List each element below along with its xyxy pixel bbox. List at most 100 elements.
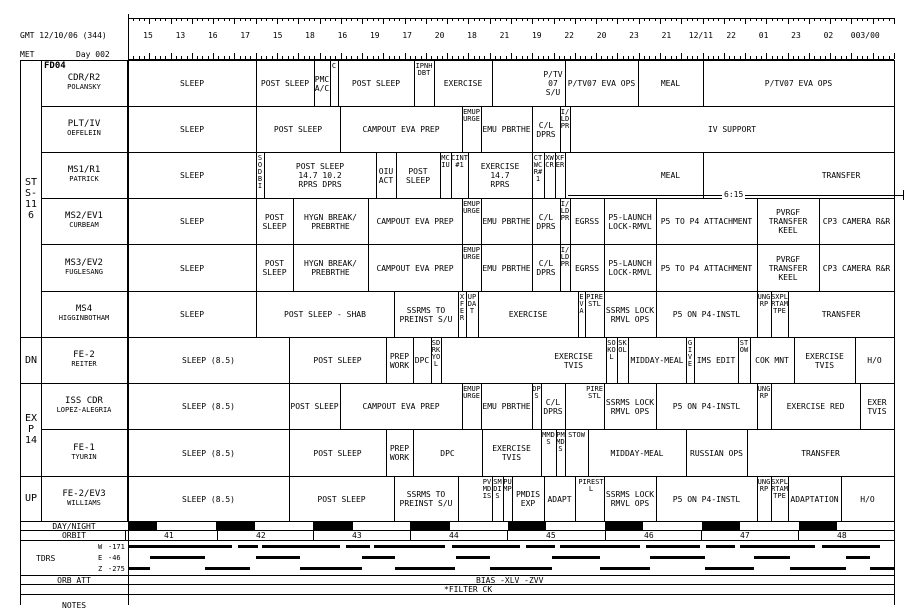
activity-block[interactable]: EXERCISE RED xyxy=(786,402,845,411)
activity-block[interactable]: P5 ON P4-INSTL xyxy=(672,494,741,504)
activity-block[interactable]: MEAL xyxy=(660,171,681,180)
activity-block[interactable]: PREP WORK xyxy=(389,444,410,462)
activity-block[interactable]: ADAPTATION xyxy=(790,494,839,504)
activity-block[interactable]: DPC xyxy=(414,356,430,365)
activity-block[interactable]: SOKOL xyxy=(607,339,616,361)
activity-block[interactable]: PIRESTL xyxy=(586,293,603,308)
activity-block[interactable]: POST SLEEP xyxy=(260,79,310,88)
activity-block[interactable]: PREP WORK xyxy=(389,351,410,370)
activity-block[interactable]: SLEEP xyxy=(179,171,205,180)
activity-block[interactable]: DPC xyxy=(440,448,455,458)
activity-block[interactable]: I/LDPR xyxy=(560,246,570,268)
activity-block[interactable]: SLEEP (8.5) xyxy=(182,402,235,411)
activity-block[interactable]: P5 TO P4 ATTACHMENT xyxy=(660,217,753,226)
activity-block[interactable]: SLEEP xyxy=(179,263,205,273)
activity-block[interactable]: PUMP xyxy=(503,478,512,493)
activity-block[interactable]: COK MNT xyxy=(755,356,789,365)
activity-block[interactable]: TRANSFER xyxy=(821,171,861,180)
activity-block[interactable]: OIU ACT xyxy=(378,166,394,185)
activity-block[interactable]: PMMDS xyxy=(556,431,565,453)
activity-block[interactable]: EXERCISE TVIS xyxy=(492,444,531,462)
activity-block[interactable]: EMUPURGE xyxy=(463,385,480,400)
activity-block[interactable]: XFER xyxy=(555,154,565,169)
activity-block[interactable]: PMDIS EXP xyxy=(515,490,541,508)
activity-block[interactable]: C/L DPRS xyxy=(536,212,556,231)
activity-block[interactable]: SLEEP (8.5) xyxy=(182,448,235,458)
activity-block[interactable]: EXERCISE xyxy=(508,310,548,319)
activity-block[interactable]: SLEEP xyxy=(179,79,205,88)
activity-block[interactable]: MMDS xyxy=(542,431,555,446)
activity-block[interactable]: CAMPOUT EVA PREP xyxy=(362,402,440,411)
activity-block[interactable]: POST SLEEP xyxy=(313,356,362,365)
activity-block[interactable]: HYGN BREAK/ PREBRTHE xyxy=(304,212,357,231)
activity-block[interactable]: MEAL xyxy=(660,79,681,88)
activity-block[interactable]: EVA xyxy=(579,293,584,315)
activity-block[interactable]: POST SLEEP xyxy=(262,259,287,277)
activity-block[interactable]: CP3 CAMERA R&R xyxy=(822,217,891,226)
activity-block[interactable]: SKOL xyxy=(618,339,627,354)
activity-block[interactable]: SLEEP xyxy=(179,217,205,226)
activity-block[interactable]: I/LDPR xyxy=(560,200,570,222)
activity-block[interactable]: RUSSIAN OPS xyxy=(690,448,743,458)
activity-block[interactable]: PMC A/C xyxy=(314,74,330,93)
activity-block[interactable]: XFER xyxy=(459,293,465,322)
activity-block[interactable]: CAMPOUT EVA PREP xyxy=(376,217,454,226)
activity-block[interactable]: P5-LAUNCH LOCK-RMVL xyxy=(608,259,652,277)
activity-block[interactable]: CAMPOUT EVA PREP xyxy=(376,263,454,273)
activity-block[interactable]: P5-LAUNCH LOCK-RMVL xyxy=(608,212,652,231)
activity-block[interactable]: P/TV 07 S/U xyxy=(543,70,563,97)
activity-block[interactable]: SSRMS LOCK RMVL OPS xyxy=(605,305,655,324)
activity-block[interactable]: MIDDAY-MEAL xyxy=(630,356,684,365)
activity-block[interactable]: EXERCISE TVIS xyxy=(805,351,844,370)
activity-block[interactable]: STOW xyxy=(739,339,749,354)
activity-block[interactable]: POST SLEEP xyxy=(262,212,287,231)
activity-block[interactable]: UNGRP xyxy=(757,385,771,400)
activity-block[interactable]: IMS EDIT xyxy=(696,356,736,365)
activity-block[interactable]: ADAPT xyxy=(547,494,572,504)
activity-block[interactable]: XWCR xyxy=(545,154,554,169)
activity-block[interactable]: SSRMS LOCK RMVL OPS xyxy=(605,490,655,508)
activity-block[interactable]: I/LDPR xyxy=(560,108,570,130)
activity-block[interactable]: EMU PBRTHE xyxy=(482,217,531,226)
activity-block[interactable]: UPDAT xyxy=(467,293,477,315)
activity-block[interactable]: P/TV07 EVA OPS xyxy=(764,79,833,88)
activity-block[interactable]: SMDIS xyxy=(493,478,502,500)
activity-block[interactable]: DPS xyxy=(532,385,541,400)
activity-block[interactable]: POST SLEEP xyxy=(290,402,339,411)
activity-block[interactable]: GIVE xyxy=(687,339,693,368)
activity-block[interactable]: EXERCISE xyxy=(443,79,483,88)
activity-block[interactable]: STOW xyxy=(568,431,585,439)
activity-block[interactable]: EXER TVIS xyxy=(867,397,887,416)
activity-block[interactable]: SLEEP (8.5) xyxy=(182,494,235,504)
activity-block[interactable]: EXERCISE 14.7 RPRS xyxy=(480,162,520,189)
activity-block[interactable]: POST SLEEP xyxy=(317,494,366,504)
activity-block[interactable]: C/L DPRS xyxy=(536,120,556,139)
activity-block[interactable]: EMU PBRTHE xyxy=(482,125,531,134)
activity-block[interactable]: POST SLEEP xyxy=(405,166,431,185)
activity-block[interactable]: EXERCISE TVIS xyxy=(554,351,593,370)
activity-block[interactable]: SSRMS LOCK RMVL OPS xyxy=(605,397,655,416)
activity-block[interactable]: SLEEP xyxy=(179,125,205,134)
activity-block[interactable]: P5 ON P4-INSTL xyxy=(672,402,741,411)
activity-block[interactable]: SDRKYOL xyxy=(431,339,441,368)
activity-block[interactable]: HYGN BREAK/ PREBRTHE xyxy=(304,259,357,277)
activity-block[interactable]: H/O xyxy=(867,356,882,365)
activity-block[interactable]: TRANSFER xyxy=(801,448,840,458)
activity-block[interactable]: CAMPOUT EVA PREP xyxy=(362,125,440,134)
activity-block[interactable]: CP3 CAMERA R&R xyxy=(822,263,891,273)
activity-block[interactable]: EMUPURGE xyxy=(463,108,480,123)
activity-block[interactable]: PVRGF TRANSFER KEEL xyxy=(768,208,808,235)
activity-block[interactable]: UNGRP xyxy=(757,293,771,308)
activity-block[interactable]: SXPLRTAMTPE xyxy=(771,478,788,500)
activity-block[interactable]: C/L DPRS xyxy=(536,259,556,277)
activity-block[interactable]: SSRMS TO PREINST S/U xyxy=(399,490,453,508)
activity-block[interactable]: H/O xyxy=(860,494,875,504)
activity-block[interactable]: EGRSS xyxy=(574,217,600,226)
activity-block[interactable]: TRANSFER xyxy=(821,310,861,319)
activity-block[interactable]: EGRSS xyxy=(574,263,600,273)
activity-block[interactable]: PIRESTL xyxy=(586,385,603,400)
activity-block[interactable]: EMU PBRTHE xyxy=(482,402,531,411)
activity-block[interactable]: SLEEP (8.5) xyxy=(182,356,235,365)
activity-block[interactable]: P/TV07 EVA OPS xyxy=(567,79,636,88)
activity-block[interactable]: IV SUPPORT xyxy=(707,125,757,134)
